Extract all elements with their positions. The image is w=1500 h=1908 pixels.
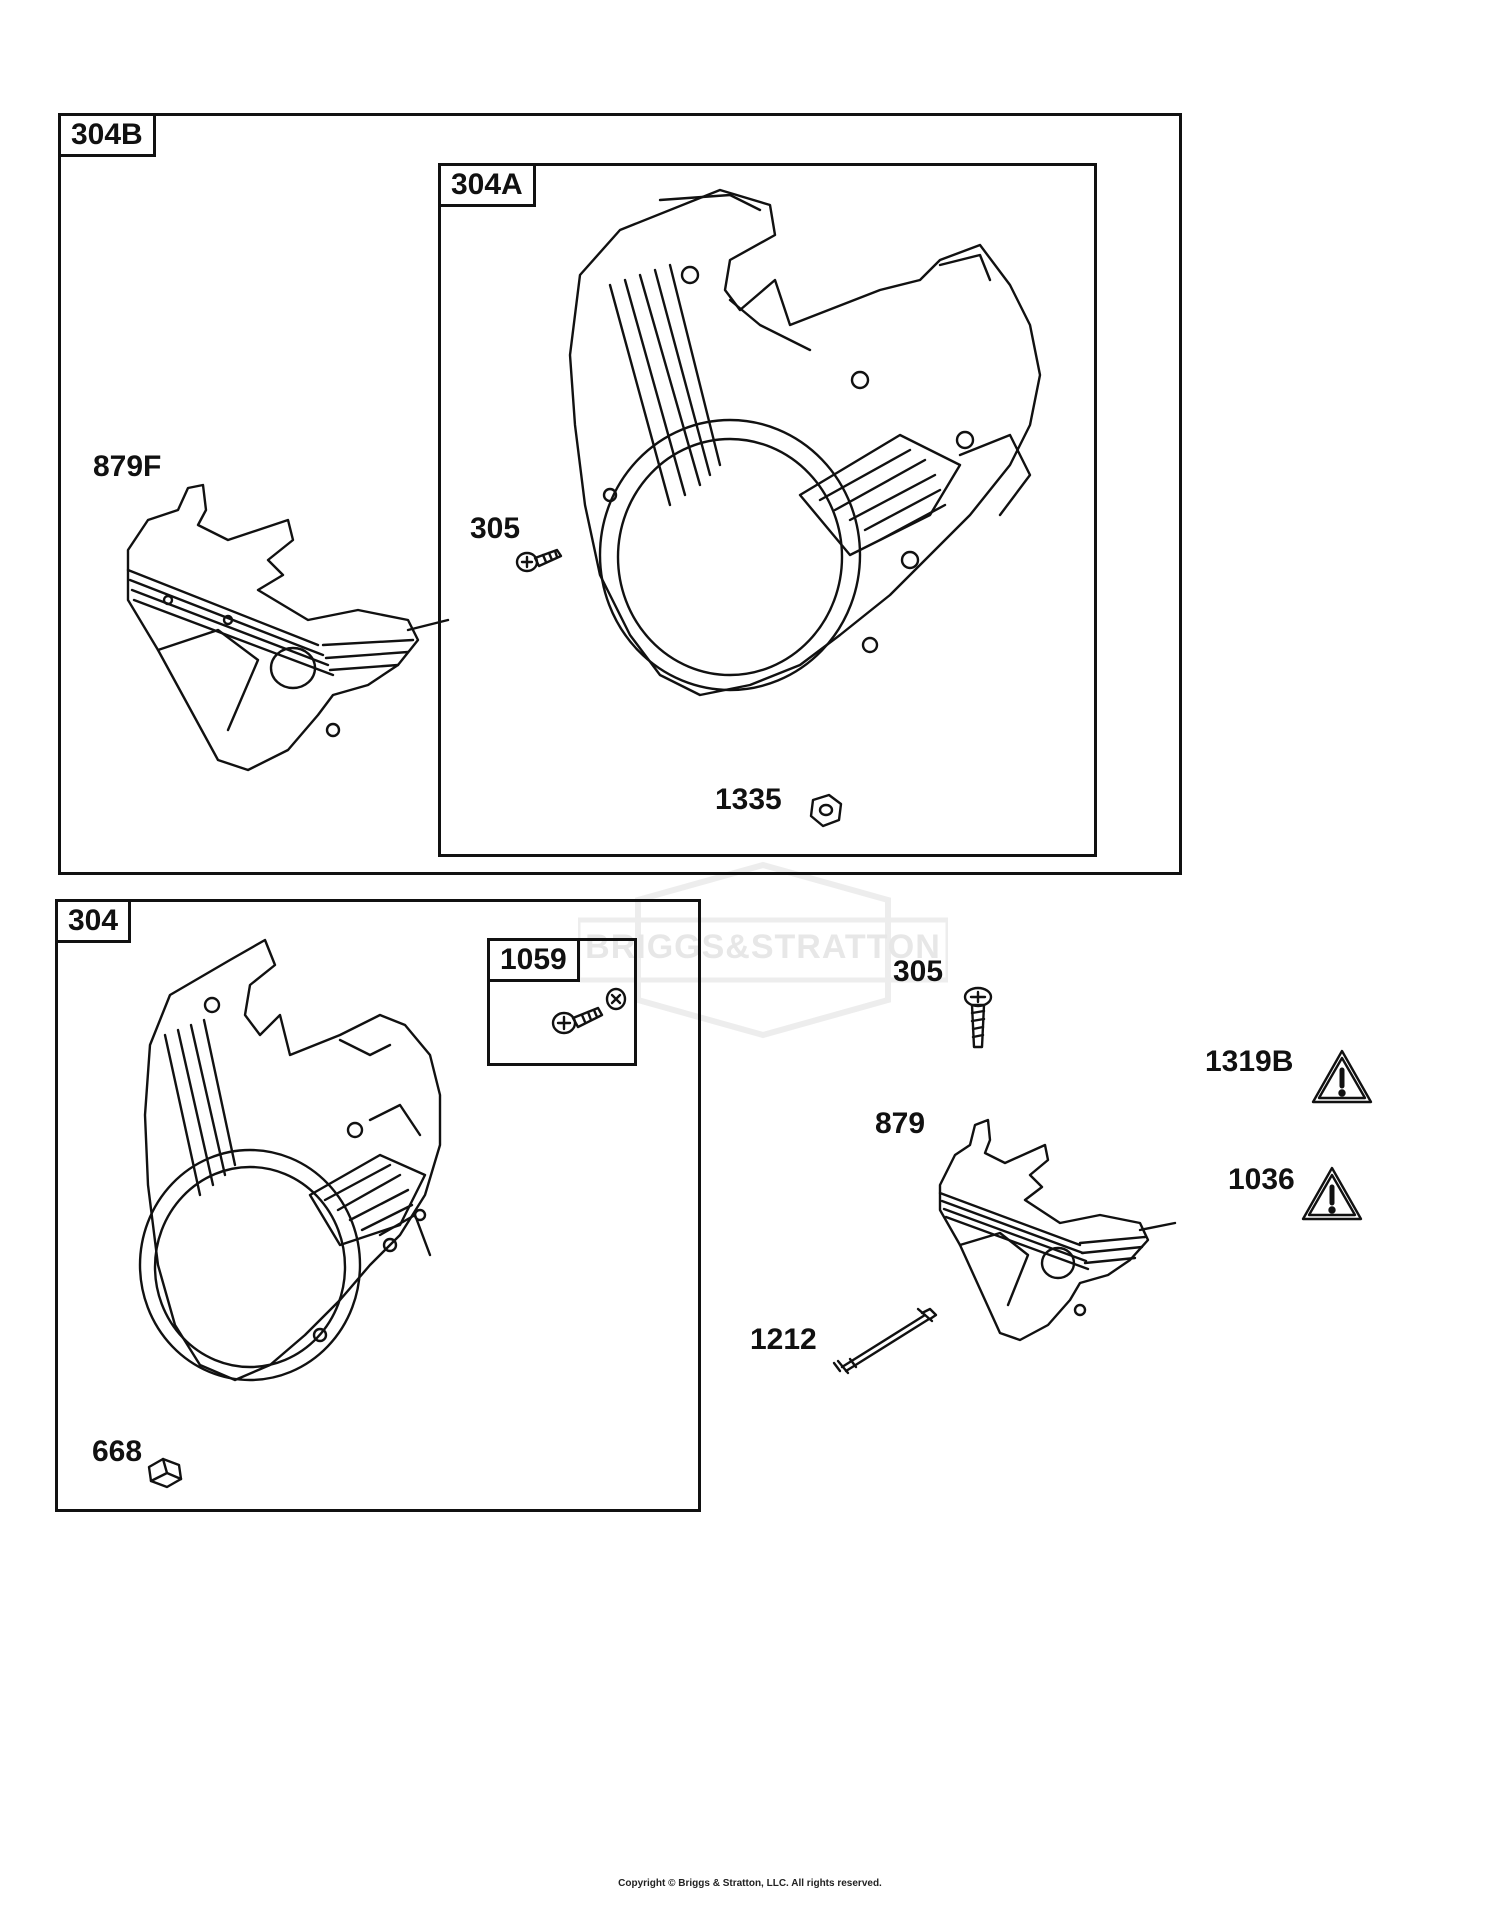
callout-879f: 879F bbox=[93, 450, 162, 483]
part-304a-blower-housing bbox=[568, 188, 1042, 697]
callout-1335: 1335 bbox=[715, 783, 782, 816]
group-304-label: 304 bbox=[58, 902, 132, 943]
callout-668: 668 bbox=[92, 1435, 143, 1468]
callout-1319b: 1319B bbox=[1205, 1045, 1294, 1078]
part-304-blower-housing bbox=[138, 938, 442, 1382]
part-305-screw-upper bbox=[515, 548, 563, 573]
group-304a-label: 304A bbox=[441, 166, 536, 207]
watermark-text: BRIGGS&STRATTON bbox=[585, 928, 941, 966]
part-1059-screw-kit bbox=[551, 987, 627, 1035]
group-304b-label: 304B bbox=[61, 116, 156, 157]
group-304-box: 304 bbox=[55, 899, 701, 1512]
part-668-nut bbox=[147, 1457, 183, 1489]
callout-879: 879 bbox=[875, 1107, 926, 1140]
part-1212-stud bbox=[832, 1307, 938, 1375]
part-1036-warning-icon bbox=[1301, 1166, 1363, 1221]
part-879f-shroud-cover bbox=[126, 483, 450, 772]
group-1059-box: 1059 bbox=[487, 938, 637, 1066]
callout-1036: 1036 bbox=[1228, 1163, 1295, 1196]
callout-305-lower: 305 bbox=[893, 955, 944, 988]
group-304b-box: 304B bbox=[58, 113, 1182, 875]
part-1335-nut bbox=[809, 793, 843, 828]
group-304a-box: 304A bbox=[438, 163, 1097, 857]
part-305-screw-lower bbox=[963, 986, 993, 1049]
callout-305-upper: 305 bbox=[470, 512, 521, 545]
copyright-notice: Copyright © Briggs & Stratton, LLC. All … bbox=[618, 1878, 882, 1889]
part-879-shroud-cover bbox=[938, 1118, 1177, 1342]
callout-1212: 1212 bbox=[750, 1323, 817, 1356]
group-1059-label: 1059 bbox=[490, 941, 580, 982]
part-1319b-warning-icon bbox=[1311, 1049, 1373, 1104]
